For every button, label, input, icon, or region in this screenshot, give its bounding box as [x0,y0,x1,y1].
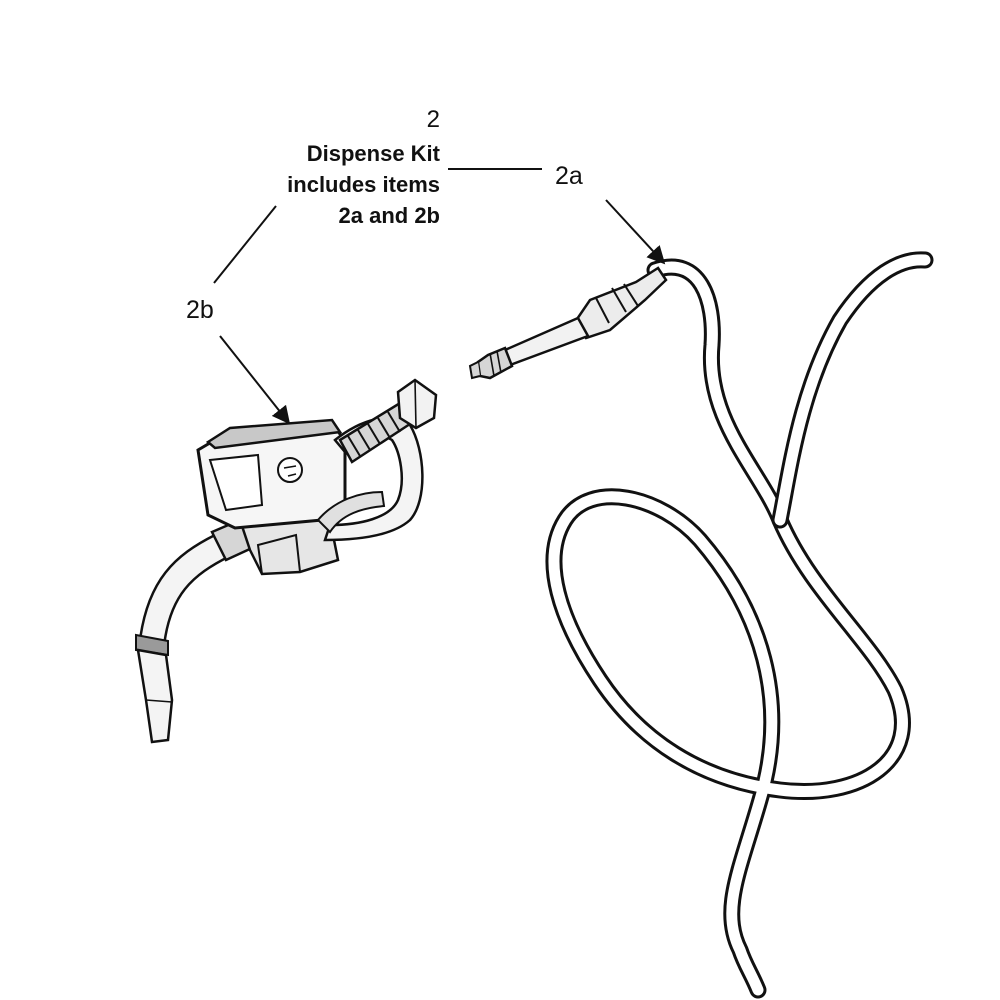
leader-kit-to-2b [213,205,277,284]
dispense-meter [135,378,438,744]
leader-lines [213,168,666,425]
meter-nozzle-tip [136,648,174,744]
kit-description-line3: 2a and 2b [338,203,440,228]
label-2a: 2a [555,162,583,190]
meter-trigger [316,490,386,534]
arrow-2a-to-hose [605,199,666,265]
meter-face-panel [208,453,264,512]
label-2b: 2b [186,296,214,324]
arrow-2b-to-meter [219,335,291,425]
kit-item-number: 2 [426,106,440,133]
meter-display-top [205,418,343,450]
kit-title: Dispense Kit [306,141,440,166]
meter-inlet-fitting [396,378,438,430]
meter-logo-icon [277,457,303,483]
meter-nozzle-spout [138,533,232,648]
hose-inner-upper-loop [774,254,931,526]
hose-inner [548,261,908,996]
kit-callout: 2 Dispense Kit includes items 2a and 2b [287,104,440,231]
kit-description-line2: includes items [287,172,440,197]
hose-assembly [468,251,934,999]
hose-end-fitting [468,266,668,380]
